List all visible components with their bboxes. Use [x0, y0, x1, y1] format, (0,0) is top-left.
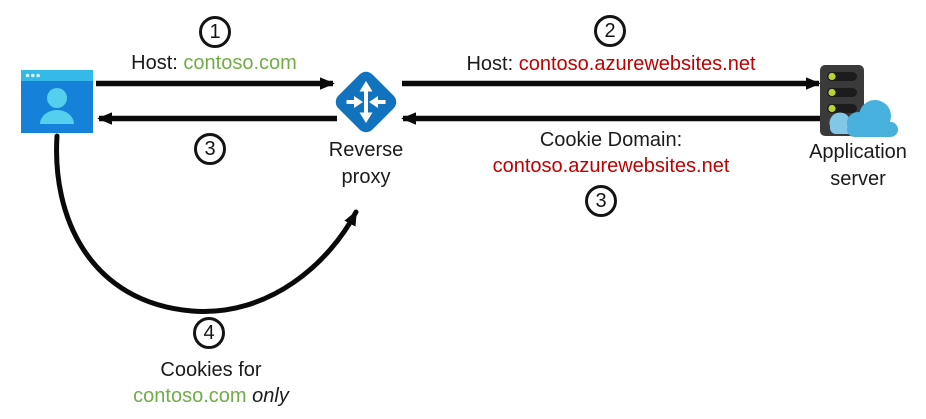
step3-right-number: 3	[595, 189, 607, 212]
step3-badge-right: 3	[585, 185, 617, 217]
cloud-shape	[829, 100, 898, 137]
browser-user-icon	[21, 70, 93, 133]
application-server-label-line2: server	[830, 168, 886, 190]
step3-badge-left: 3	[194, 133, 226, 165]
router-icon	[330, 66, 402, 138]
step2-number: 2	[604, 19, 616, 42]
cookie-domain-prefix: Cookie Domain:	[539, 129, 683, 151]
cookies-domain-value: contoso.com	[133, 385, 247, 407]
step1-host-value: contoso.com	[183, 52, 297, 74]
cookies-for-text: Cookies for	[160, 359, 262, 381]
step2-host-prefix: Host:	[466, 53, 514, 75]
step4-badge: 4	[193, 317, 225, 349]
step1-number: 1	[209, 20, 221, 43]
cookie-domain-label: Cookie Domain: contoso.azurewebsites.net	[461, 127, 761, 179]
step2-badge: 2	[594, 15, 626, 47]
application-server-label-line1: Application	[809, 141, 907, 163]
step2-host-value: contoso.azurewebsites.net	[518, 53, 756, 75]
step1-host-prefix: Host:	[131, 52, 178, 74]
step3-left-number: 3	[204, 137, 216, 160]
reverse-proxy-label-line1: Reverse	[328, 139, 404, 161]
cookies-only-text: only	[252, 385, 289, 407]
cookie-domain-value: contoso.azurewebsites.net	[492, 155, 730, 177]
cookies-domain-line: contoso.com only	[86, 383, 336, 409]
step4-number: 4	[203, 321, 215, 344]
step2-host-label: Host: contoso.azurewebsites.net	[450, 51, 772, 77]
reverse-proxy-label-line2: proxy	[341, 166, 391, 188]
reverse-proxy-label: Reverse proxy	[316, 137, 416, 191]
step4-cookies-label: Cookies for contoso.com only	[86, 357, 336, 409]
application-server-label: Application server	[797, 139, 919, 193]
arrow-step4-curved-browser-to-proxy	[54, 133, 359, 314]
step1-host-label: Host: contoso.com	[84, 50, 344, 76]
step1-badge: 1	[199, 16, 231, 48]
server-cloud-icon	[818, 64, 900, 140]
